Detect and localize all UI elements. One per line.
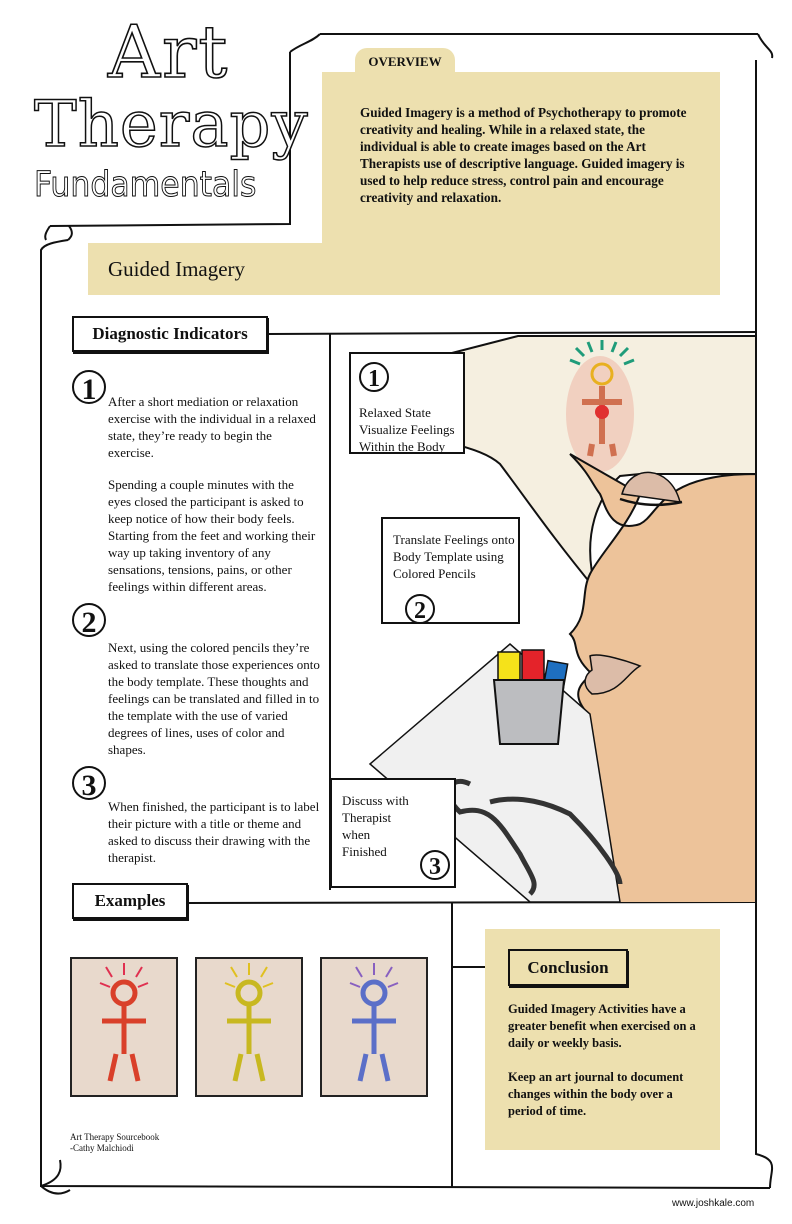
callout-3-text: Discuss with Therapist when Finished (342, 793, 409, 859)
callout-1-text: Relaxed State Visualize Feelings Within … (359, 405, 455, 454)
title-fundamentals: Fundamentals (34, 165, 257, 205)
overview-text: Guided Imagery is a method of Psychother… (360, 105, 687, 205)
step-1-number: 1 (72, 370, 106, 406)
citation-author: -Cathy Malchiodi (70, 1143, 134, 1153)
callout-1-number: 1 (359, 362, 389, 392)
step-1: 1 After a short mediation or relaxation … (72, 370, 322, 595)
callout-3: Discuss with Therapist when Finished 3 (330, 778, 456, 888)
examples-heading: Examples (72, 883, 188, 919)
conclusion-heading: Conclusion (508, 949, 628, 986)
step-2: 2 Next, using the colored pencils they’r… (72, 603, 322, 758)
callout-2-number: 2 (405, 594, 435, 624)
diagnostic-heading: Diagnostic Indicators (72, 316, 268, 352)
section-title-bar (88, 243, 720, 295)
title-therapy: Therapy (33, 88, 309, 162)
step-1-para-1: After a short mediation or relaxation ex… (108, 394, 316, 460)
eyelashes (619, 497, 683, 507)
step-2-para: Next, using the colored pencils they’re … (108, 640, 320, 757)
overview-box (322, 72, 720, 255)
conclusion-text: Guided Imagery Activities have a greater… (508, 1001, 708, 1120)
body-drawing-thought (566, 340, 635, 472)
step-3-para: When finished, the participant is to lab… (108, 799, 320, 865)
example-drawing-blue (320, 957, 428, 1097)
title-art: Art (107, 10, 230, 94)
step-1-para-2: Spending a couple minutes with the eyes … (108, 477, 316, 594)
pencil-cup (492, 649, 569, 745)
title-frame (44, 52, 291, 241)
footer-site-link[interactable]: www.joshkale.com (672, 1198, 755, 1209)
conclusion-paragraph-1: Guided Imagery Activities have a greater… (508, 1002, 696, 1050)
callout-2-text: Translate Feelings onto Body Template us… (393, 532, 515, 581)
citation: Art Therapy Sourcebook -Cathy Malchiodi (70, 1132, 159, 1154)
lips (584, 654, 642, 695)
diagnostic-steps: 1 After a short mediation or relaxation … (72, 370, 322, 866)
example-drawing-red (70, 957, 178, 1097)
step-3: 3 When finished, the participant is to l… (72, 766, 322, 866)
example-drawing-yellow (195, 957, 303, 1097)
citation-title: Art Therapy Sourcebook (70, 1132, 160, 1142)
section-title: Guided Imagery (108, 257, 246, 281)
step-3-number: 3 (72, 766, 106, 802)
step-2-number: 2 (72, 603, 106, 639)
overview-tab: OVERVIEW (355, 48, 455, 74)
callout-1: 1 Relaxed State Visualize Feelings Withi… (349, 352, 465, 454)
conclusion-paragraph-2: Keep an art journal to document changes … (508, 1070, 684, 1118)
callout-3-number: 3 (420, 850, 450, 880)
closed-eye (621, 471, 682, 503)
callout-2: Translate Feelings onto Body Template us… (381, 517, 520, 624)
